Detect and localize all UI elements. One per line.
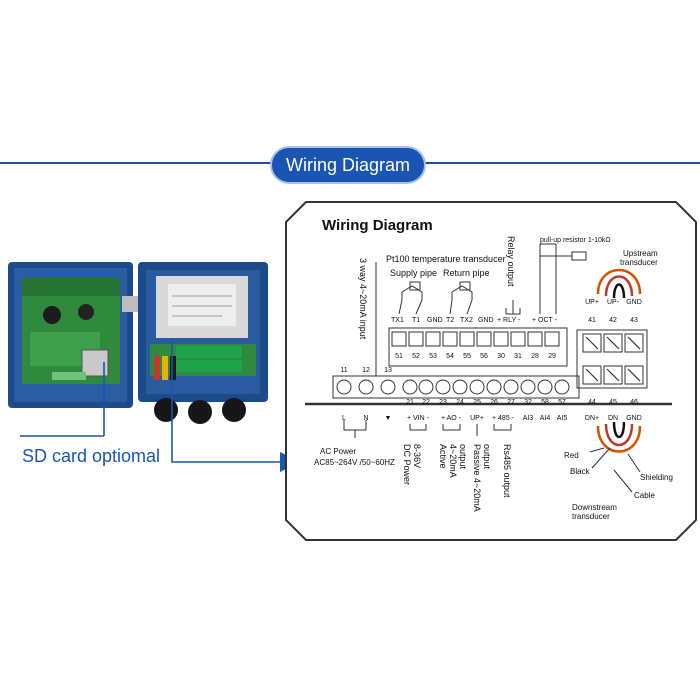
top-terminals bbox=[391, 331, 560, 347]
bottom-number: 23 bbox=[439, 399, 447, 406]
top-terminal-block bbox=[388, 327, 568, 367]
bottom-number: 21 bbox=[406, 399, 414, 406]
bottom-label: + AO - bbox=[441, 415, 462, 422]
bottom-label: AI5 bbox=[557, 415, 568, 422]
bottom-number: 57 bbox=[558, 399, 566, 406]
bottom-number: 11 bbox=[340, 367, 347, 374]
wire-cable-label: Cable bbox=[634, 491, 655, 500]
section-title-badge: Wiring Diagram bbox=[270, 146, 426, 184]
top-number: 56 bbox=[480, 353, 488, 360]
bottom-label: N bbox=[363, 415, 368, 422]
upstream-terminal-label: UP- bbox=[607, 299, 620, 306]
bottom-number: 26 bbox=[490, 399, 498, 406]
panel-title: Wiring Diagram bbox=[322, 217, 433, 234]
ac-power-label-1: AC Power bbox=[320, 447, 356, 456]
top-number: 55 bbox=[463, 353, 471, 360]
device-base-photo bbox=[138, 262, 268, 424]
wire-black-label: Black bbox=[570, 467, 591, 476]
bottom-label: AI4 bbox=[540, 415, 551, 422]
downstream-label-2: transducer bbox=[572, 512, 610, 521]
top-number: 52 bbox=[412, 353, 420, 360]
bottom-number: 13 bbox=[384, 367, 392, 374]
passive-output-label-2: output bbox=[482, 444, 492, 470]
bottom-number: 27 bbox=[507, 399, 515, 406]
bottom-label: + VIN - bbox=[407, 415, 430, 422]
bottom-label: + 485 - bbox=[492, 415, 515, 422]
top-label: TX1 bbox=[391, 317, 404, 324]
upstream-label-1: Upstream bbox=[623, 249, 658, 258]
upstream-terminal-number: 41 bbox=[588, 317, 596, 324]
upstream-cable bbox=[596, 268, 642, 299]
top-label: T1 bbox=[412, 317, 420, 324]
top-label: GND bbox=[478, 317, 494, 324]
downstream-terminal-number: 46 bbox=[630, 399, 638, 406]
pt100-supply-symbol bbox=[401, 281, 423, 300]
active-output-label-1: Active bbox=[438, 444, 448, 469]
upstream-terminal-label: UP+ bbox=[585, 299, 599, 306]
pt100-return-symbol bbox=[451, 281, 473, 300]
input-3way-label: 3 way 4~20mA input bbox=[358, 258, 368, 340]
upstream-terminal-label: GND bbox=[626, 299, 642, 306]
top-number: 28 bbox=[531, 353, 539, 360]
upstream-terminal-number: 43 bbox=[630, 317, 638, 324]
bottom-number: 24 bbox=[456, 399, 464, 406]
upstream-terminal-number: 42 bbox=[609, 317, 617, 324]
passive-output-label-1: Passive 4~20mA bbox=[472, 444, 482, 512]
bottom-brackets bbox=[343, 420, 512, 438]
top-number: 54 bbox=[446, 353, 454, 360]
top-label: + OCT - bbox=[532, 317, 558, 324]
pt100-label: Pt100 temperature transducer bbox=[386, 254, 506, 264]
bottom-number: 12 bbox=[362, 367, 370, 374]
top-number: 53 bbox=[429, 353, 437, 360]
top-label: + RLY - bbox=[497, 317, 521, 324]
dc-power-label-2: 8-36V bbox=[412, 444, 422, 468]
pullup-resistor-symbol bbox=[539, 243, 587, 314]
dc-power-label-1: DC Power bbox=[402, 444, 412, 485]
wiring-panel-frame bbox=[285, 201, 697, 541]
bottom-number: 22 bbox=[422, 399, 430, 406]
downstream-terminal-number: 45 bbox=[609, 399, 617, 406]
top-number: 30 bbox=[497, 353, 505, 360]
supply-pipe-label: Supply pipe bbox=[390, 268, 437, 278]
top-number: 29 bbox=[548, 353, 556, 360]
downstream-terminal-label: DN bbox=[608, 415, 618, 422]
rs485-output-label: Rs485 output bbox=[502, 444, 512, 498]
top-label: T2 bbox=[446, 317, 454, 324]
downstream-cable bbox=[596, 421, 642, 453]
downstream-label-1: Downstream bbox=[572, 503, 617, 512]
bottom-label: UP+ bbox=[470, 415, 484, 422]
wire-shielding-label: Shielding bbox=[640, 473, 673, 482]
bottom-label: ▼ bbox=[385, 415, 392, 422]
bottom-terminal-block bbox=[332, 375, 580, 399]
upstream-label-2: transducer bbox=[620, 258, 658, 267]
active-output-label-3: output bbox=[458, 444, 468, 470]
bottom-number: 32 bbox=[524, 399, 532, 406]
ac-power-label-2: AC85~264V /50~60HZ bbox=[314, 458, 395, 467]
bottom-number: 58 bbox=[541, 399, 549, 406]
wire-callout-lines bbox=[589, 447, 641, 493]
top-number: 51 bbox=[395, 353, 403, 360]
pt100-leads bbox=[398, 299, 473, 315]
sd-card-label: SD card optiomal bbox=[22, 446, 161, 466]
right-terminal-block bbox=[576, 329, 648, 389]
top-number: 31 bbox=[514, 353, 522, 360]
relay-output-label: Relay output bbox=[506, 236, 516, 287]
downstream-terminal-number: 44 bbox=[588, 399, 596, 406]
active-output-label-2: 4~20mA bbox=[448, 444, 458, 478]
bottom-terminals bbox=[336, 379, 570, 395]
pullup-label: pull-up resistor 1-10kΩ bbox=[540, 237, 611, 244]
bottom-number: 25 bbox=[473, 399, 481, 406]
bottom-label: L bbox=[342, 415, 346, 422]
downstream-terminal-label: GND bbox=[626, 415, 642, 422]
device-lid-photo bbox=[8, 262, 133, 408]
return-pipe-label: Return pipe bbox=[443, 268, 490, 278]
sd-card-pointer bbox=[20, 362, 105, 437]
top-label: GND bbox=[427, 317, 443, 324]
wire-red-label: Red bbox=[564, 451, 579, 460]
bottom-label: AI3 bbox=[523, 415, 534, 422]
downstream-terminal-label: DN+ bbox=[585, 415, 599, 422]
top-label: TX2 bbox=[460, 317, 473, 324]
